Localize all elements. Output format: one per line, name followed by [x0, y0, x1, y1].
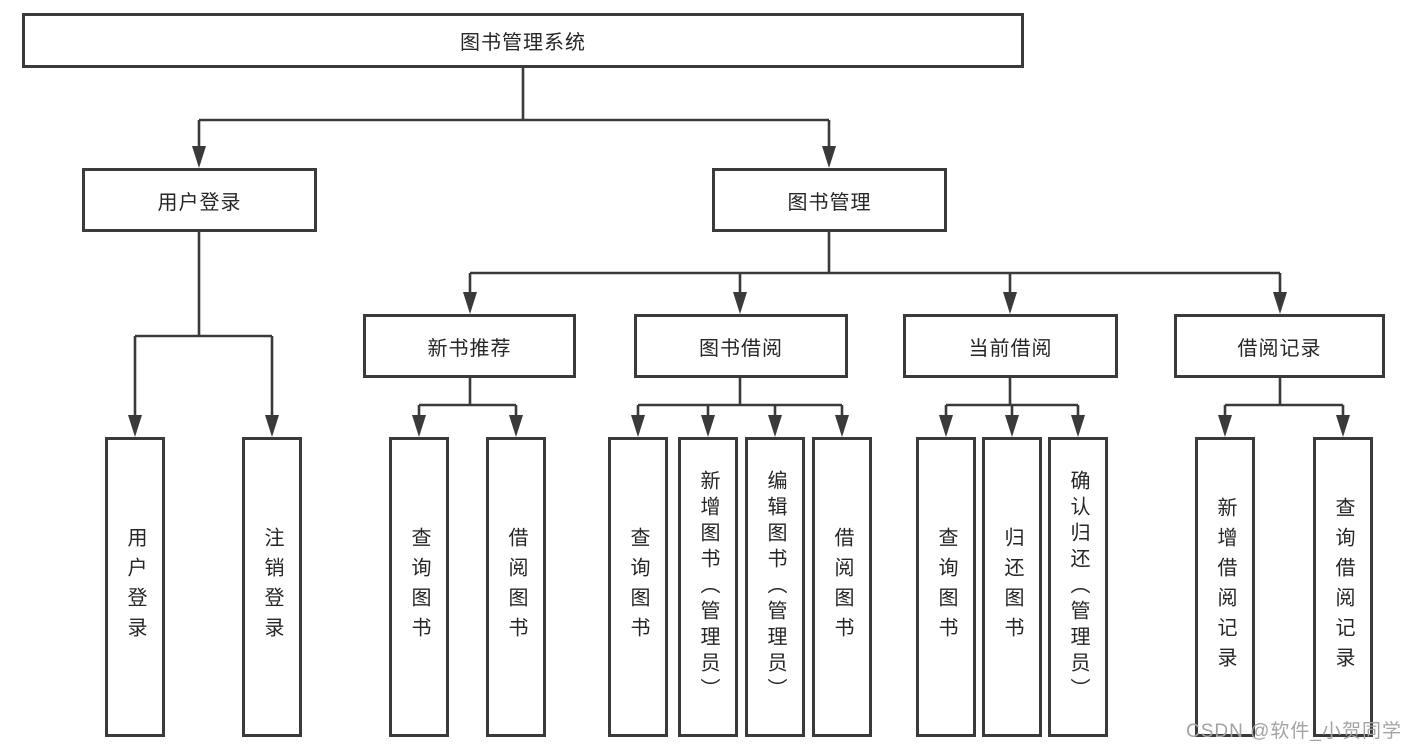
- connector-root-to-level2: [197, 68, 831, 164]
- branch-new-book-recommend: 新书推荐: [363, 314, 576, 378]
- branch-user-login-label: 用户登录: [157, 191, 242, 214]
- branch-book-management: 图书管理: [712, 168, 947, 232]
- leaf-query-books-borrow: 查询图书: [608, 437, 668, 737]
- watermark: CSDN @软件_小贺同学: [1186, 721, 1402, 742]
- branch-user-login: 用户登录: [82, 168, 317, 232]
- leaf-user-login-label: 用户登录: [124, 527, 146, 647]
- branch-borrow-records-label: 借阅记录: [1237, 337, 1322, 360]
- leaf-edit-book-admin: 编辑图书（管理员）: [745, 437, 805, 737]
- leaf-query-borrow-record-label: 查询借阅记录: [1332, 497, 1354, 677]
- leaf-add-borrow-record-label: 新增借阅记录: [1214, 497, 1236, 677]
- leaf-query-books-recommend: 查询图书: [389, 437, 449, 737]
- branch-current-borrow: 当前借阅: [903, 314, 1118, 378]
- branch-book-borrow-label: 图书借阅: [699, 337, 783, 360]
- connector-book-borrow-to-leaves: [636, 378, 844, 433]
- root-node-library-system: 图书管理系统: [22, 13, 1024, 68]
- leaf-user-login: 用户登录: [105, 437, 165, 737]
- leaf-logout-label: 注销登录: [261, 527, 283, 647]
- branch-book-borrow: 图书借阅: [634, 314, 848, 378]
- leaf-add-borrow-record: 新增借阅记录: [1195, 437, 1255, 737]
- root-node-label: 图书管理系统: [460, 32, 586, 54]
- leaf-borrow-books-recommend-label: 借阅图书: [505, 527, 527, 647]
- leaf-return-books-label: 归还图书: [1001, 527, 1023, 647]
- leaf-query-books-borrow-label: 查询图书: [627, 527, 649, 647]
- leaf-borrow-books-recommend: 借阅图书: [486, 437, 546, 737]
- leaf-borrow-books-label: 借阅图书: [831, 527, 853, 647]
- leaf-query-books-current-label: 查询图书: [935, 527, 957, 647]
- leaf-confirm-return-admin: 确认归还（管理员）: [1048, 437, 1108, 737]
- connector-user-login-to-leaves: [133, 232, 274, 433]
- leaf-query-books-current: 查询图书: [916, 437, 976, 737]
- branch-borrow-records: 借阅记录: [1174, 314, 1385, 378]
- leaf-return-books: 归还图书: [982, 437, 1042, 737]
- leaf-borrow-books: 借阅图书: [812, 437, 872, 737]
- connector-book-management-to-level3: [468, 232, 1282, 310]
- branch-new-book-recommend-label: 新书推荐: [427, 337, 512, 360]
- branch-book-management-label: 图书管理: [787, 191, 872, 214]
- connector-new-book-to-leaves: [417, 378, 518, 433]
- connector-current-borrow-to-leaves: [944, 378, 1080, 433]
- connector-borrow-records-to-leaves: [1223, 378, 1345, 433]
- leaf-confirm-return-admin-label: 确认归还（管理员）: [1067, 470, 1089, 704]
- leaf-edit-book-admin-label: 编辑图书（管理员）: [764, 470, 786, 704]
- branch-current-borrow-label: 当前借阅: [968, 337, 1053, 360]
- leaf-logout: 注销登录: [242, 437, 302, 737]
- leaf-add-book-admin-label: 新增图书（管理员）: [697, 470, 719, 704]
- leaf-query-borrow-record: 查询借阅记录: [1313, 437, 1373, 737]
- leaf-add-book-admin: 新增图书（管理员）: [678, 437, 738, 737]
- leaf-query-books-recommend-label: 查询图书: [408, 527, 430, 647]
